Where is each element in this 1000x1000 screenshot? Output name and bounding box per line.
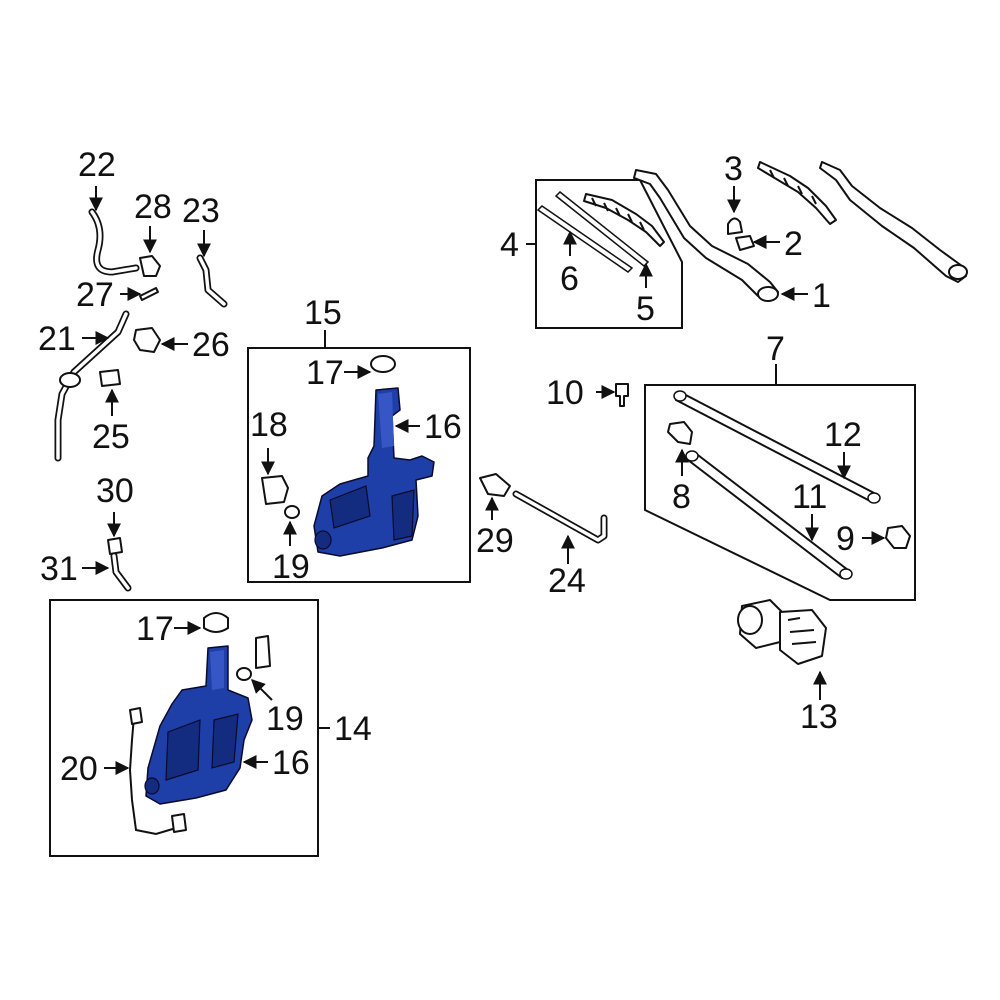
pivot-cap-3: [727, 217, 743, 235]
leader-lines: [82, 186, 886, 775]
callout-28: 28: [134, 188, 172, 226]
callout-16-upper: 16: [424, 408, 462, 446]
reservoir-box-15: [247, 347, 471, 583]
callout-22: 22: [78, 146, 116, 184]
callout-12: 12: [824, 416, 862, 454]
callout-20: 20: [60, 750, 98, 788]
clip-27: [139, 287, 159, 301]
reservoir-group-14: [49, 599, 319, 857]
bolt-10: [615, 383, 629, 407]
wiper-blade-group: [535, 179, 683, 329]
callout-5: 5: [636, 290, 655, 328]
connector-28: [139, 255, 161, 277]
joint-29: [479, 473, 511, 497]
callout-14: 14: [334, 710, 372, 748]
arm-pivot: [757, 286, 779, 302]
wiper-arm: [633, 169, 779, 302]
callout-6: 6: [560, 260, 579, 298]
grommet-25: [99, 369, 121, 387]
callout-8: 8: [672, 478, 691, 516]
hose-31: [110, 552, 132, 592]
wiper-blade-5: [583, 193, 665, 247]
nozzle-26: [133, 327, 161, 353]
callout-30: 30: [96, 472, 134, 510]
callout-24: 24: [548, 562, 586, 600]
callout-31: 31: [40, 550, 78, 588]
hose-22: [88, 208, 140, 276]
filler-cap-17b: [203, 612, 229, 633]
callout-21: 21: [38, 320, 76, 358]
hose-24: [512, 490, 608, 544]
callout-25: 25: [92, 418, 130, 456]
callout-13: 13: [800, 698, 838, 736]
wiper-arm-passenger: [757, 161, 968, 283]
filler-cap-17: [370, 355, 396, 373]
callout-10: 10: [546, 374, 584, 412]
motor-gearbox: [779, 609, 827, 665]
callout-3: 3: [724, 150, 743, 188]
blade-group-box: [535, 179, 683, 329]
arm-long: [819, 161, 967, 283]
linkage-box: [644, 384, 916, 601]
callout-26: 26: [192, 326, 230, 364]
pivot-9: [885, 525, 911, 549]
pump-grommet-19: [284, 505, 300, 519]
hose-21: [54, 310, 130, 462]
arm-blade-upper: [757, 161, 837, 225]
arm-nut-and-cap: [727, 217, 755, 251]
blade-refill-6b: [536, 205, 634, 273]
callout-1: 1: [812, 277, 831, 315]
hose-23: [196, 254, 228, 308]
washer-pump-b: [255, 635, 271, 669]
callout-16-lower: 16: [272, 744, 310, 782]
wiper-motor: [737, 599, 827, 665]
pivot-8: [667, 421, 693, 445]
callout-numbers: 1 2 3 4 5 6 7 8 9 10 11 12 13 14 15 16 1…: [38, 146, 862, 788]
linkage-group: [644, 384, 916, 601]
callout-19-lower: 19: [266, 700, 304, 738]
washer-pump-18: [261, 475, 289, 505]
callout-7: 7: [766, 330, 785, 368]
callout-29: 29: [476, 522, 514, 560]
pivot-nut-2: [735, 235, 755, 251]
reservoir-group-15: [247, 347, 471, 583]
callout-11: 11: [792, 478, 827, 516]
callout-23: 23: [182, 192, 220, 230]
arm-long-pivot: [948, 264, 968, 280]
callout-19-upper: 19: [272, 548, 310, 586]
callout-18: 18: [250, 406, 288, 444]
callout-27: 27: [76, 276, 114, 314]
harness-20: [128, 715, 177, 836]
callout-17-lower: 17: [136, 610, 174, 648]
washer-tank-16: [313, 387, 435, 557]
check-valve-30: [107, 537, 123, 555]
callout-15: 15: [304, 294, 342, 332]
callout-4: 4: [500, 226, 519, 264]
callout-17-upper: 17: [306, 354, 344, 392]
pump-grommet-19b: [236, 667, 252, 681]
callout-2: 2: [784, 225, 803, 263]
callout-9: 9: [836, 520, 855, 558]
